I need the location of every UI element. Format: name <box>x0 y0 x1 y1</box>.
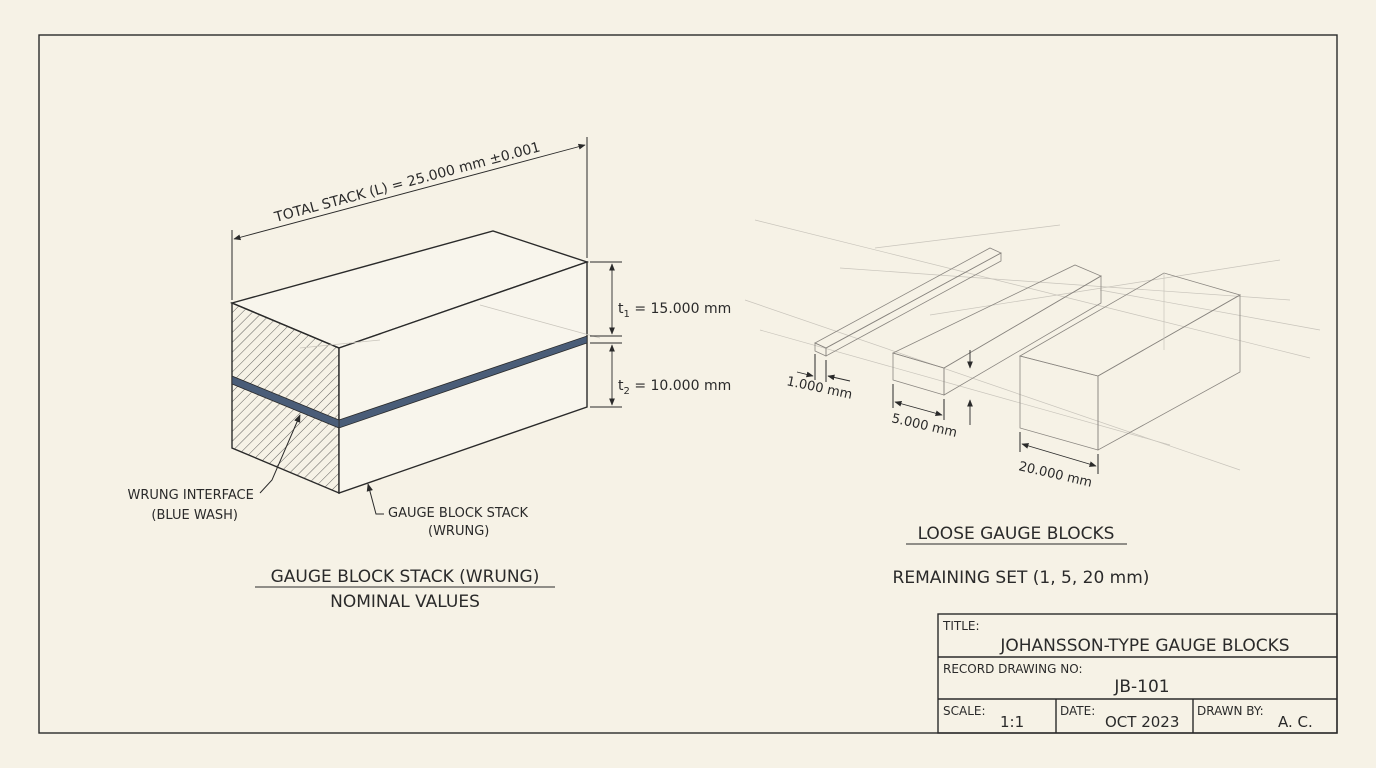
t2-dimension-label: t2 = 10.000 mm <box>618 378 731 397</box>
wrung-interface-band-end <box>231 375 340 429</box>
date-value: OCT 2023 <box>1105 713 1179 731</box>
title-field-label: TITLE: <box>942 619 980 633</box>
block-20mm <box>1018 272 1242 451</box>
drawn-by-value: A. C. <box>1278 713 1313 731</box>
dim-1mm-label: 1.000 mm <box>785 374 853 403</box>
drawing-border <box>38 34 1338 734</box>
loose-caption-title: LOOSE GAUGE BLOCKS <box>918 524 1115 544</box>
block-5mm <box>891 264 1102 396</box>
gauge-stack-label: GAUGE BLOCK STACK (WRUNG) <box>388 506 532 539</box>
stack-caption-title: GAUGE BLOCK STACK (WRUNG) <box>271 567 540 587</box>
scale-value: 1:1 <box>1000 713 1024 731</box>
stack-caption-subtitle: NOMINAL VALUES <box>330 592 480 612</box>
loose-blocks-drawing: 1.000 mm 5.000 mm 20.000 mm LOOSE GAUGE … <box>744 219 1321 588</box>
wrung-stack-drawing: TOTAL STACK (L) = 25.000 mm ±0.001 t1 = … <box>128 137 731 612</box>
scale-field-label: SCALE: <box>943 704 986 718</box>
t1-dimension-label: t1 = 15.000 mm <box>618 301 731 320</box>
block-1mm <box>814 247 1002 357</box>
drawing-title: JOHANSSON-TYPE GAUGE BLOCKS <box>999 636 1289 656</box>
wrung-interface-label: WRUNG INTERFACE (BLUE WASH) <box>128 488 258 523</box>
record-drawing-number: JB-101 <box>1113 677 1169 697</box>
total-stack-label: TOTAL STACK (L) = 25.000 mm ±0.001 <box>272 139 542 226</box>
stack-front-face <box>338 261 588 494</box>
title-block: TITLE: JOHANSSON-TYPE GAUGE BLOCKS RECOR… <box>937 613 1338 734</box>
dim-5mm-label: 5.000 mm <box>890 411 958 441</box>
loose-caption-subtitle: REMAINING SET (1, 5, 20 mm) <box>893 568 1150 588</box>
drawn-by-field-label: DRAWN BY: <box>1197 704 1264 718</box>
date-field-label: DATE: <box>1060 704 1095 718</box>
record-field-label: RECORD DRAWING NO: <box>943 662 1083 676</box>
dim-20mm-label: 20.000 mm <box>1017 459 1093 490</box>
